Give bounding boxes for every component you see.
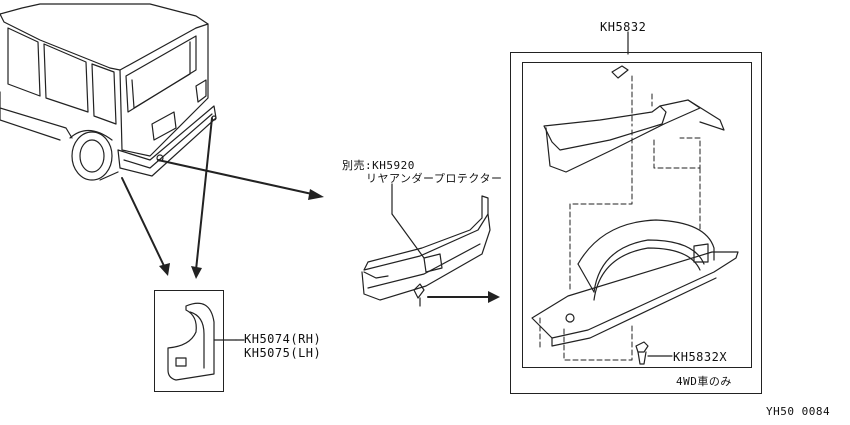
label-protector-name: リヤアンダープロテクター: [366, 172, 503, 185]
label-mudguard-lh: KH5075(LH): [244, 346, 322, 360]
kit-inner-frame: [522, 62, 752, 368]
mud-guard-frame: [154, 290, 224, 392]
leader-arrows: [121, 117, 491, 298]
vehicle-rear-illustration: [0, 3, 217, 181]
mud-guard-part: [167, 302, 237, 381]
label-main-kit: KH5832: [600, 20, 647, 34]
rear-under-protector-part: [361, 183, 491, 307]
figure-code: YH50 0084: [766, 405, 831, 418]
label-4wd-only: 4WD車のみ: [676, 375, 732, 388]
kit-contents-illustration: [531, 65, 739, 365]
kit-outer-frame: [510, 52, 762, 394]
label-protector-code: 別売:KH5920: [342, 159, 415, 172]
label-clip: KH5832X: [673, 350, 728, 364]
label-mudguard-rh: KH5074(RH): [244, 332, 322, 346]
